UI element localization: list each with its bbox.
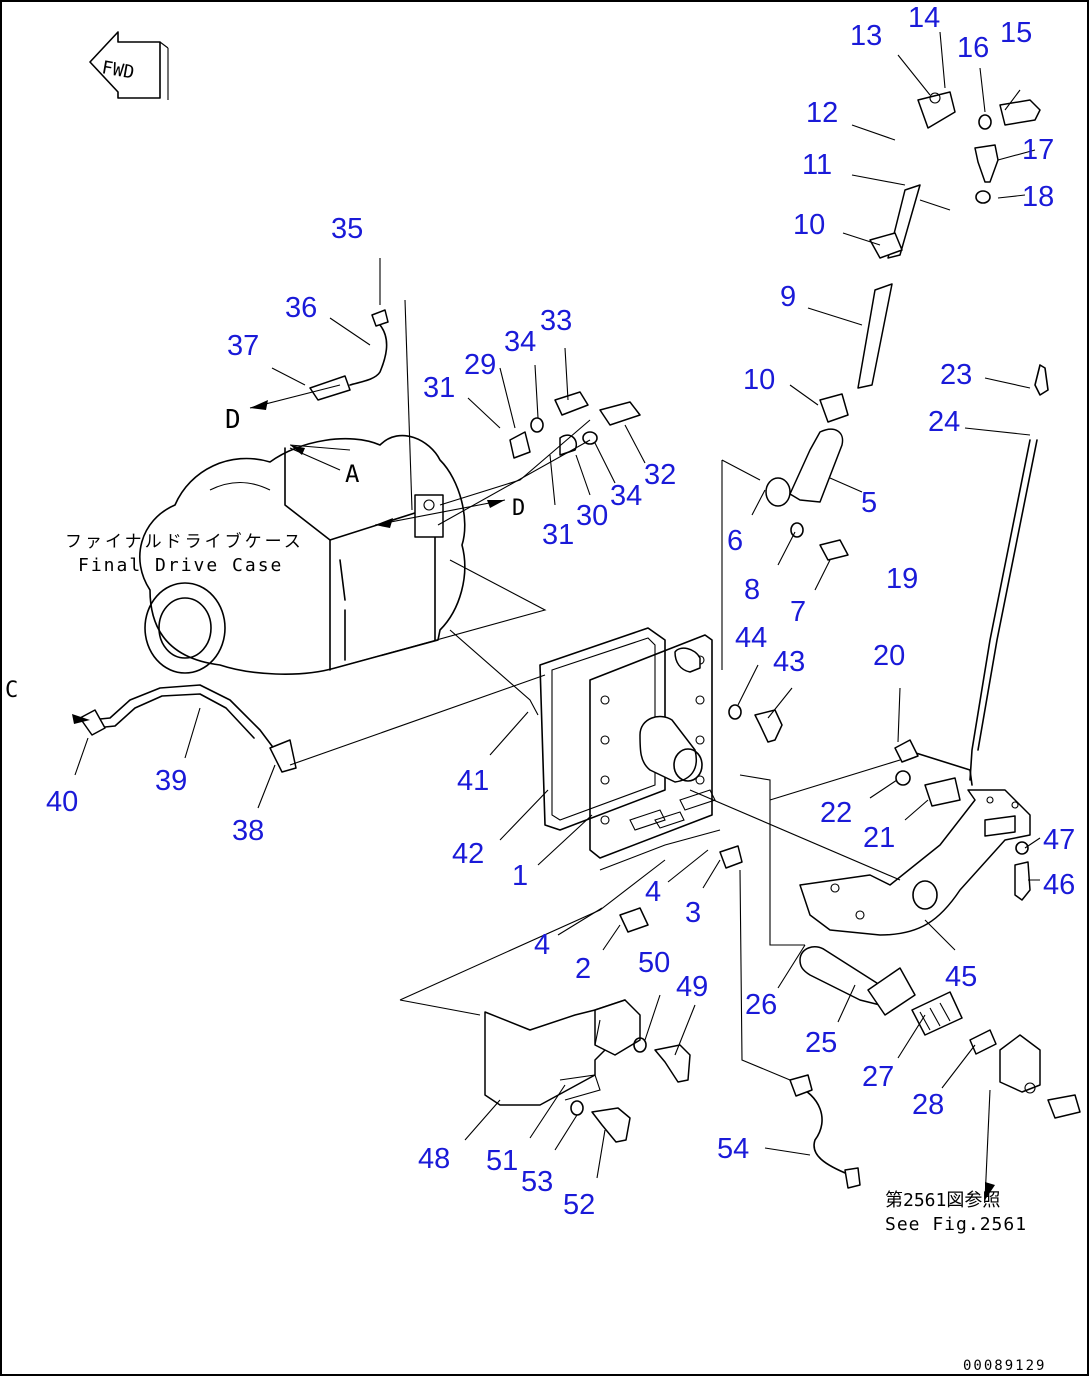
callout: 3 [685,897,701,929]
shaft-assembly-part [799,946,1081,1119]
callout: 34 [504,326,536,358]
callout: 8 [744,574,760,606]
callout: 45 [945,961,977,993]
callout: 5 [861,487,877,519]
callout: 31 [423,372,455,404]
callout: 4 [645,876,661,908]
callout: 34 [610,480,642,512]
final-drive-label-en: Final Drive Case [78,555,283,576]
callout: 41 [457,765,489,797]
arrow-markers [72,400,995,1200]
callout: 35 [331,213,363,245]
callout: 17 [1022,134,1054,166]
fasteners-group [509,99,1041,1143]
see-fig-label-en: See Fig.2561 [885,1214,1027,1235]
callout: 32 [644,459,676,491]
callout: 22 [820,797,852,829]
callout: 33 [540,305,572,337]
callout: 14 [908,2,940,34]
callout: 28 [912,1089,944,1121]
callout: 13 [850,20,882,52]
callout: 46 [1043,869,1075,901]
callout: 4 [534,929,550,961]
callout: 21 [863,822,895,854]
callout: 15 [1000,17,1032,49]
lever-bracket-part [799,789,1031,936]
callout: 29 [464,349,496,381]
callout: 42 [452,838,484,870]
callout: 43 [773,646,805,678]
callout: 27 [862,1061,894,1093]
letter-ref-d: D [512,496,525,521]
callout: 51 [486,1145,518,1177]
callout: 23 [940,359,972,391]
callout: 19 [886,563,918,595]
callout: 18 [1022,181,1054,213]
callout: 12 [806,97,838,129]
callout: 52 [563,1189,595,1221]
control-rod-part [765,91,1049,786]
callout: 7 [790,596,806,628]
callout: 20 [873,640,905,672]
callout: 38 [232,815,264,847]
callout: 48 [418,1143,450,1175]
callout: 10 [793,209,825,241]
callout: 9 [780,281,796,313]
letter-ref-c: C [5,678,18,703]
callout: 6 [727,525,743,557]
callout: 24 [928,406,960,438]
callout: 26 [745,989,777,1021]
callout: 30 [576,500,608,532]
callout: 37 [227,330,259,362]
leader-lines [74,31,1041,1179]
letter-ref-d-top: D [225,405,241,435]
callout: 1 [512,860,528,892]
callout: 54 [717,1133,749,1165]
callout: 10 [743,364,775,396]
callout: 16 [957,32,989,64]
figure-number: 00089129 [963,1358,1046,1374]
gasket-part [539,627,666,831]
final-drive-label-jp: ファイナルドライブケース [65,531,304,552]
callout: 53 [521,1166,553,1198]
callout: 39 [155,765,187,797]
see-fig-label-jp: 第2561図参照 [885,1190,1000,1211]
callout: 25 [805,1027,837,1059]
harness-part [79,309,861,1189]
callout: 40 [46,786,78,818]
callout: 2 [575,953,591,985]
callout: 11 [802,149,832,181]
cover-plate-part [589,634,716,859]
letter-ref-a: A [345,460,360,488]
callout-labels: 13 14 16 15 12 17 11 18 10 9 10 23 24 5 … [46,2,1075,1221]
callout: 50 [638,947,670,979]
callout: 44 [735,622,767,654]
callout: 36 [285,292,317,324]
callout: 47 [1043,824,1075,856]
callout: 49 [676,971,708,1003]
fwd-arrow-icon: FWD [89,31,169,100]
callout: 31 [542,519,574,551]
